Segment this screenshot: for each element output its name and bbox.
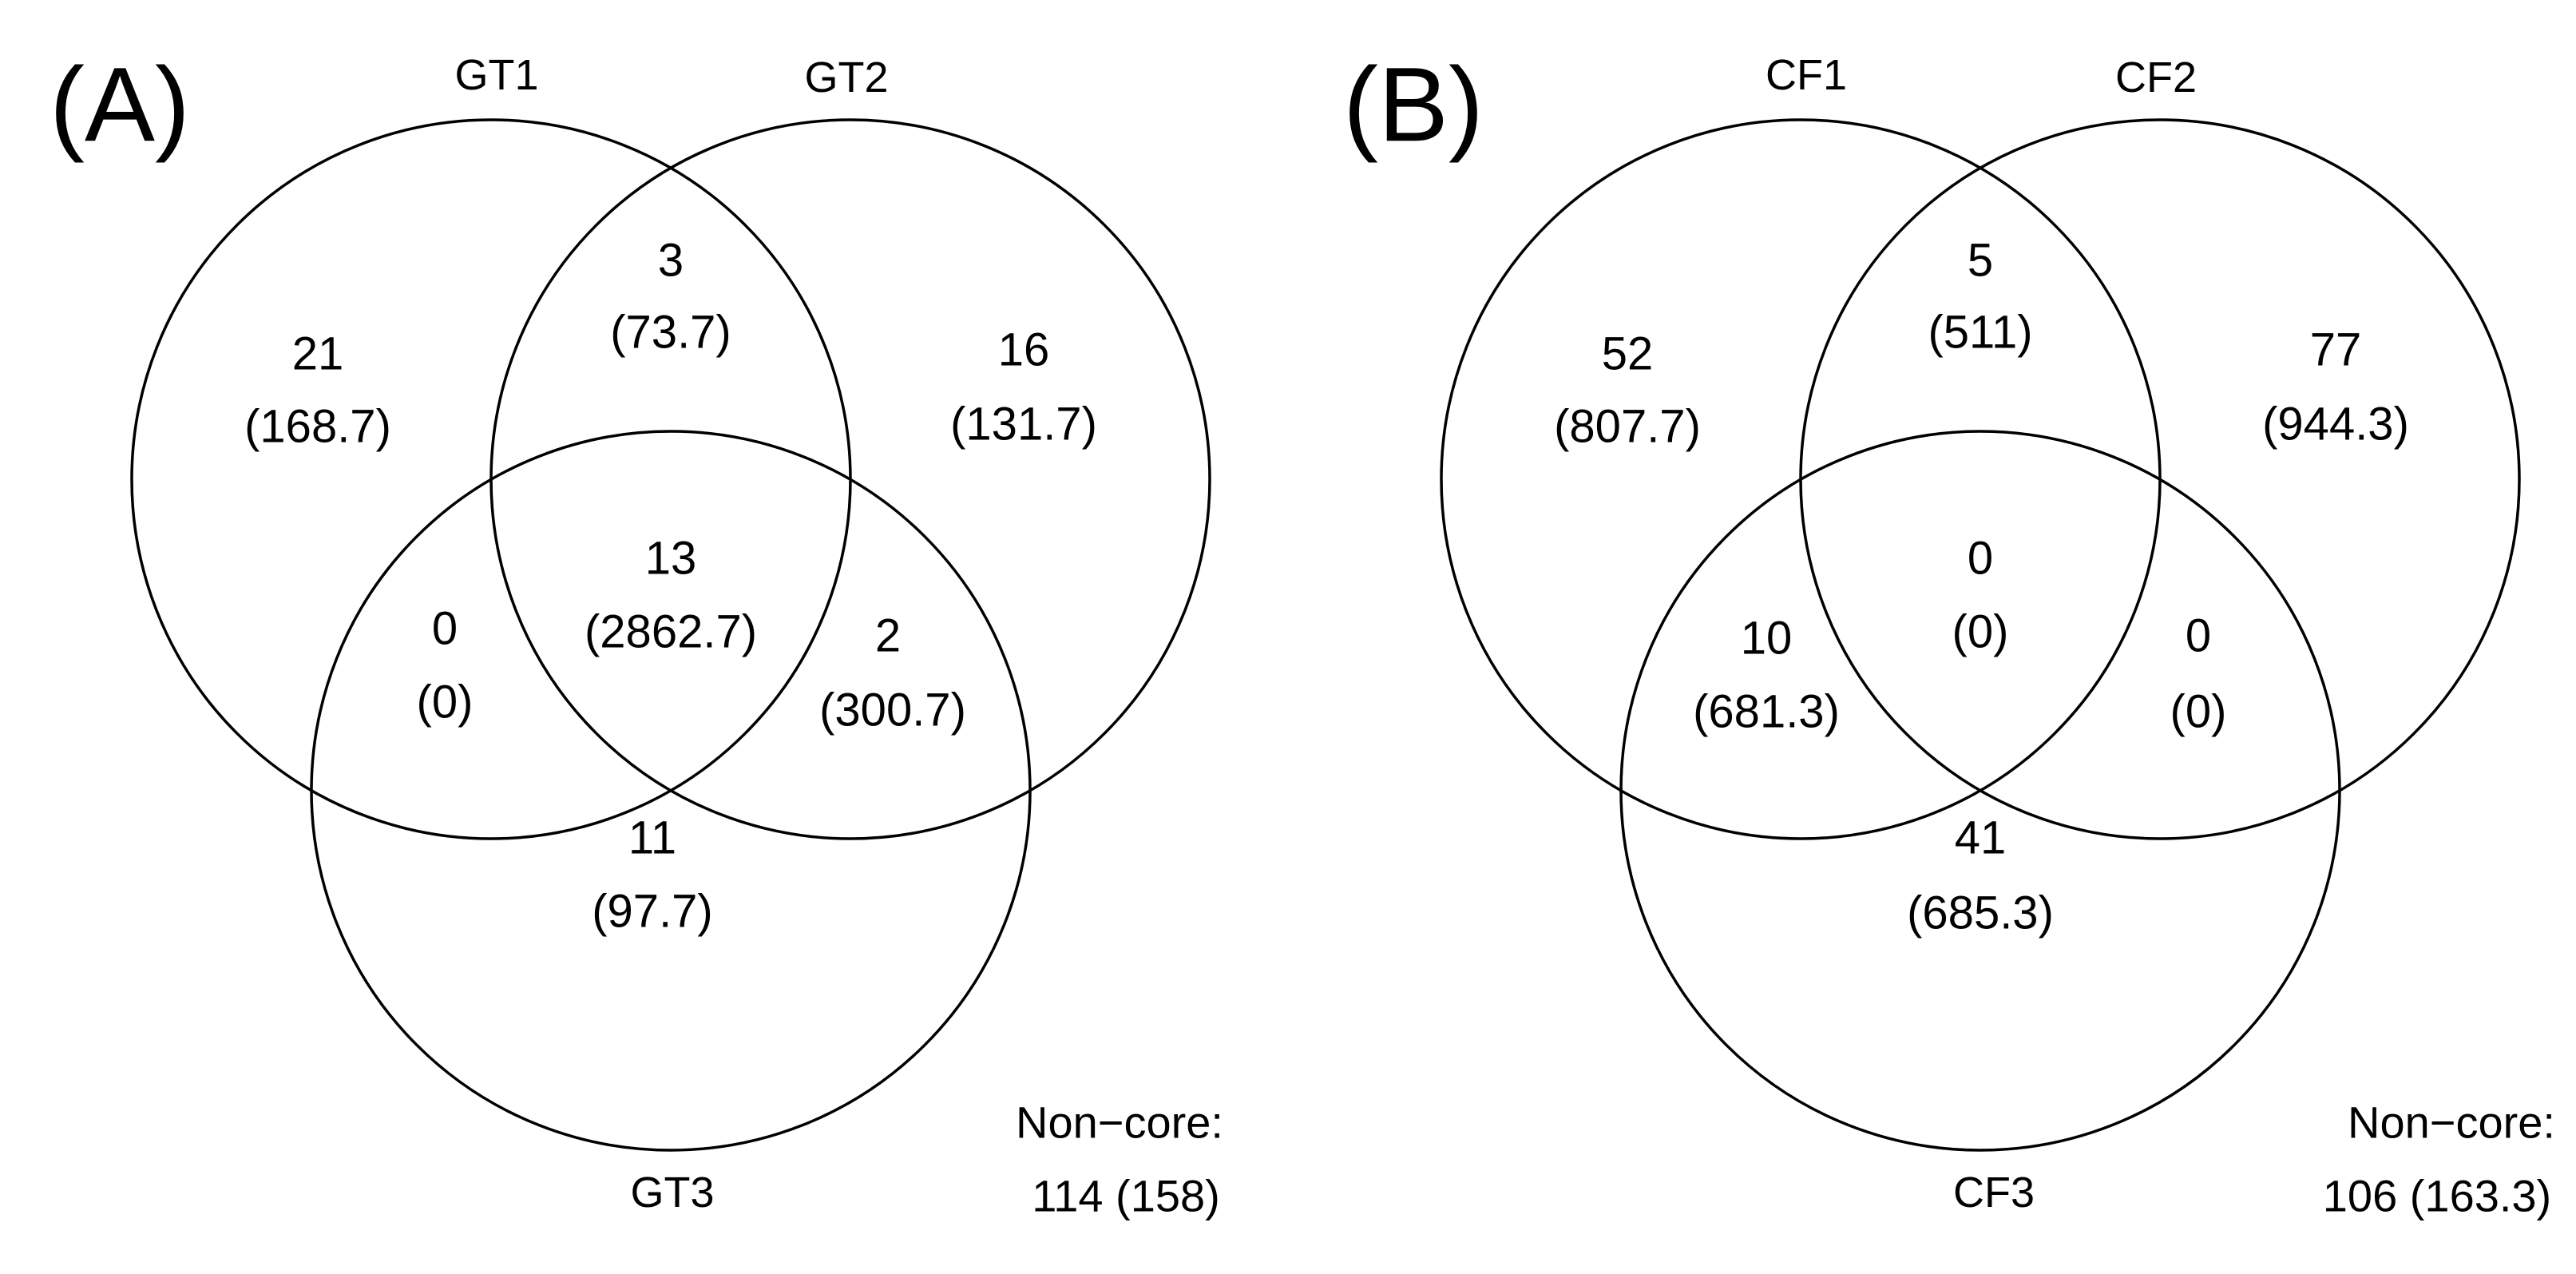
region-cf1-only-count: 52 — [1602, 327, 1654, 379]
region-gt1-only-weighted: (168.7) — [244, 400, 391, 452]
region-gt1-gt2-count: 3 — [658, 234, 684, 286]
region-cf2-cf3-count: 0 — [2186, 609, 2211, 661]
circle-gt3 — [310, 430, 1032, 1152]
region-gt1-gt2-gt3-count: 13 — [645, 532, 697, 584]
region-gt2-only-count: 16 — [998, 323, 1050, 375]
region-cf1-cf2-count: 5 — [1968, 234, 1993, 286]
region-cf1-cf3-count: 10 — [1741, 612, 1793, 664]
region-gt1-gt2-gt3-weighted: (2862.7) — [585, 605, 757, 657]
panel-a: (A) GT1 GT2 GT3 21 (168.7) 3 (73.7) 16 (… — [50, 46, 1223, 1220]
region-gt3-only-weighted: (97.7) — [592, 885, 713, 937]
region-cf2-cf3-weighted: (0) — [2170, 685, 2227, 737]
set-label-cf2: CF2 — [2115, 54, 2197, 101]
region-gt2-gt3-count: 2 — [875, 609, 901, 661]
panel-b: (B) CF1 CF2 CF3 52 (807.7) 5 (511) 77 (9… — [1343, 46, 2555, 1220]
region-cf1-cf2-cf3-weighted: (0) — [1952, 605, 2009, 657]
region-cf2-only-weighted: (944.3) — [2262, 398, 2409, 450]
noncore-label-a: Non−core: — [1016, 1097, 1223, 1148]
region-gt2-gt3-weighted: (300.7) — [819, 684, 966, 736]
region-gt1-gt2-weighted: (73.7) — [610, 306, 731, 358]
noncore-value-a: 114 (158) — [1032, 1171, 1220, 1221]
noncore-value-b: 106 (163.3) — [2323, 1171, 2551, 1221]
region-cf1-cf2-weighted: (511) — [1928, 306, 2032, 358]
region-cf3-only-count: 41 — [1955, 812, 2007, 863]
panel-b-tag: (B) — [1343, 46, 1484, 163]
set-label-gt3: GT3 — [630, 1169, 714, 1216]
noncore-label-b: Non−core: — [2348, 1097, 2555, 1148]
panel-a-tag: (A) — [50, 46, 190, 163]
region-gt1-gt3-weighted: (0) — [417, 676, 474, 728]
region-gt1-gt3-count: 0 — [432, 602, 458, 654]
region-cf1-only-weighted: (807.7) — [1554, 400, 1701, 452]
region-cf3-only-weighted: (685.3) — [1907, 887, 2054, 939]
region-cf1-cf3-weighted: (681.3) — [1693, 685, 1840, 737]
circle-cf3 — [1619, 430, 2341, 1152]
region-cf2-only-count: 77 — [2310, 323, 2362, 375]
set-label-gt1: GT1 — [454, 51, 538, 99]
region-gt1-only-count: 21 — [292, 327, 344, 379]
region-gt3-only-count: 11 — [628, 812, 676, 863]
set-label-gt2: GT2 — [804, 54, 888, 101]
set-label-cf1: CF1 — [1766, 51, 1847, 99]
set-label-cf3: CF3 — [1953, 1169, 2035, 1216]
region-gt2-only-weighted: (131.7) — [950, 398, 1097, 450]
region-cf1-cf2-cf3-count: 0 — [1968, 532, 1993, 584]
